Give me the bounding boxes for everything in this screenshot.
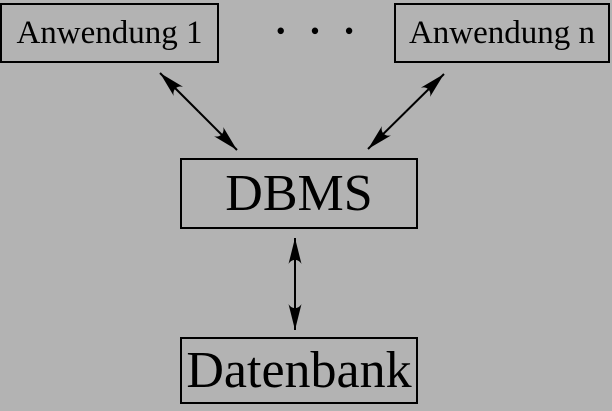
arrow-anwendungn-dbms	[367, 73, 445, 150]
node-anwendung-n: Anwendung n	[394, 3, 610, 63]
node-datenbank: Datenbank	[180, 337, 418, 404]
node-anwendung-1-label: Anwendung 1	[16, 14, 203, 51]
node-dbms-label: DBMS	[225, 164, 373, 222]
ellipsis-dots: • • •	[276, 16, 363, 46]
node-dbms: DBMS	[180, 158, 418, 229]
arrow-anwendung1-dbms	[159, 72, 238, 151]
node-anwendung-n-label: Anwendung n	[408, 14, 596, 51]
node-datenbank-label: Datenbank	[186, 341, 412, 399]
node-anwendung-1: Anwendung 1	[0, 3, 219, 63]
